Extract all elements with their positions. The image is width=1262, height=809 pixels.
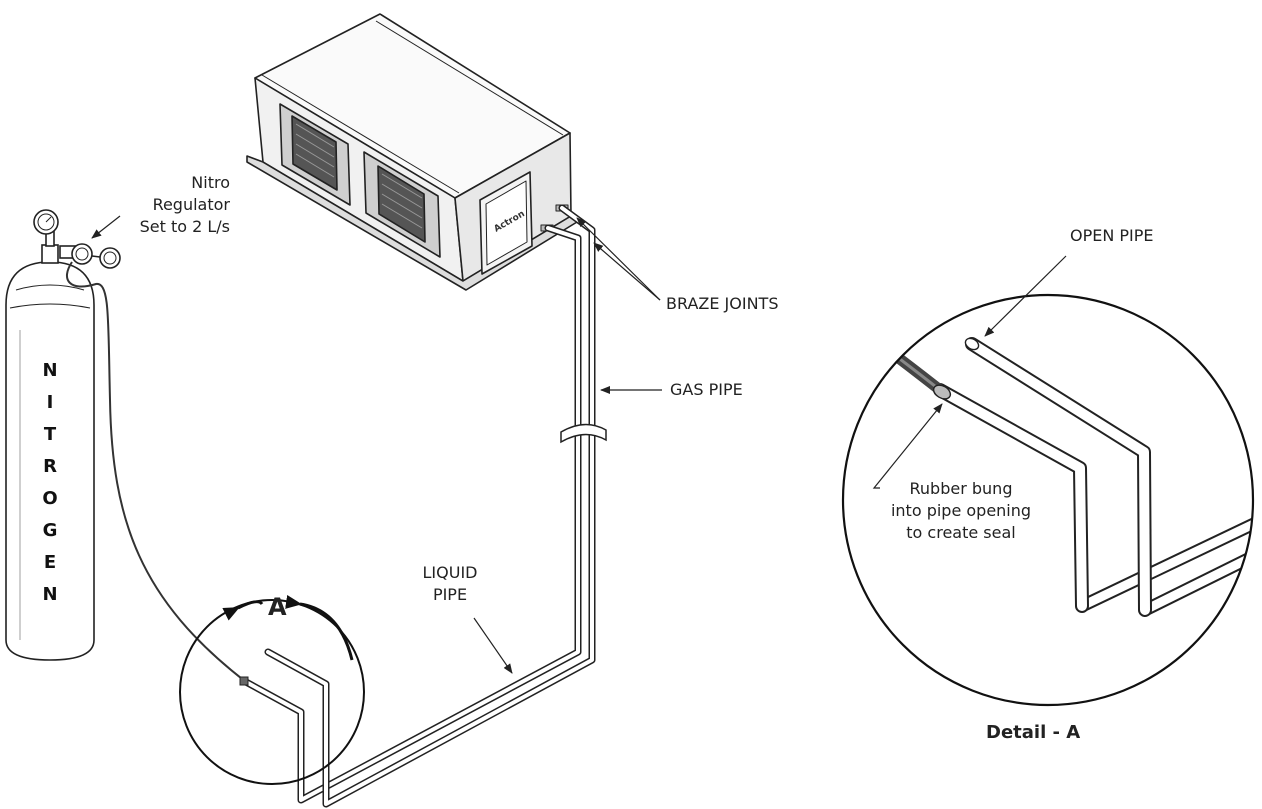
nitrogen-hose <box>66 261 247 683</box>
regulator-label-line-2: Regulator <box>152 195 230 214</box>
indoor-unit <box>246 13 578 291</box>
pipe-break-marks <box>560 423 607 444</box>
cylinder-letter-n-2: N <box>42 584 58 605</box>
braze-joints-label: BRAZE JOINTS <box>666 294 779 313</box>
liquid-pipe-label-line-2: PIPE <box>432 585 468 604</box>
detail-circle-border <box>841 293 1255 707</box>
open-pipe-label: OPEN PIPE <box>1070 226 1154 245</box>
liquid-pipe <box>242 224 582 804</box>
cylinder-letter-n: N <box>42 360 58 381</box>
rubber-bung-label-line-2: into pipe opening <box>890 501 1032 520</box>
rubber-bung-label: Rubber bung into pipe opening to create … <box>880 478 1042 544</box>
braze-pointer-2 <box>593 242 661 301</box>
cylinder-letter-e: E <box>43 552 57 573</box>
rubber-bung-small <box>239 676 249 686</box>
regulator-label-line-1: Nitro <box>191 173 230 192</box>
cylinder-letter-r: R <box>43 456 57 477</box>
liquid-pipe-pointer <box>473 617 513 674</box>
detail-arrow-right <box>285 594 354 661</box>
detail-callout-circle <box>179 599 365 785</box>
regulator-label-line-3: Set to 2 L/s <box>139 217 230 236</box>
rubber-bung-label-line-1: Rubber bung <box>909 479 1013 498</box>
bung-pointer <box>872 403 943 489</box>
rubber-bung-label-line-3: to create seal <box>906 523 1016 542</box>
liquid-pipe-label-line-1: LIQUID <box>422 563 478 582</box>
gas-pipe-label: GAS PIPE <box>670 380 743 399</box>
regulator-pointer <box>91 215 121 239</box>
cylinder-letter-o: O <box>42 488 58 509</box>
braze-pointer-1 <box>576 217 661 301</box>
liquid-pipe-label: LIQUID PIPE <box>410 562 490 606</box>
cylinder-letter-i: I <box>46 392 54 413</box>
open-pipe-pointer <box>984 255 1067 337</box>
cylinder-letter-t: T <box>43 424 57 445</box>
detail-a-view <box>841 293 1255 707</box>
detail-marker-label: A <box>268 593 287 621</box>
detail-arrow-left <box>222 600 264 621</box>
detail-title: Detail - A <box>986 722 1081 743</box>
nitrogen-cylinder <box>5 209 121 661</box>
regulator-label: Nitro Regulator Set to 2 L/s <box>106 172 230 238</box>
cylinder-letter-g: G <box>42 520 58 541</box>
gas-pipe <box>264 204 596 808</box>
